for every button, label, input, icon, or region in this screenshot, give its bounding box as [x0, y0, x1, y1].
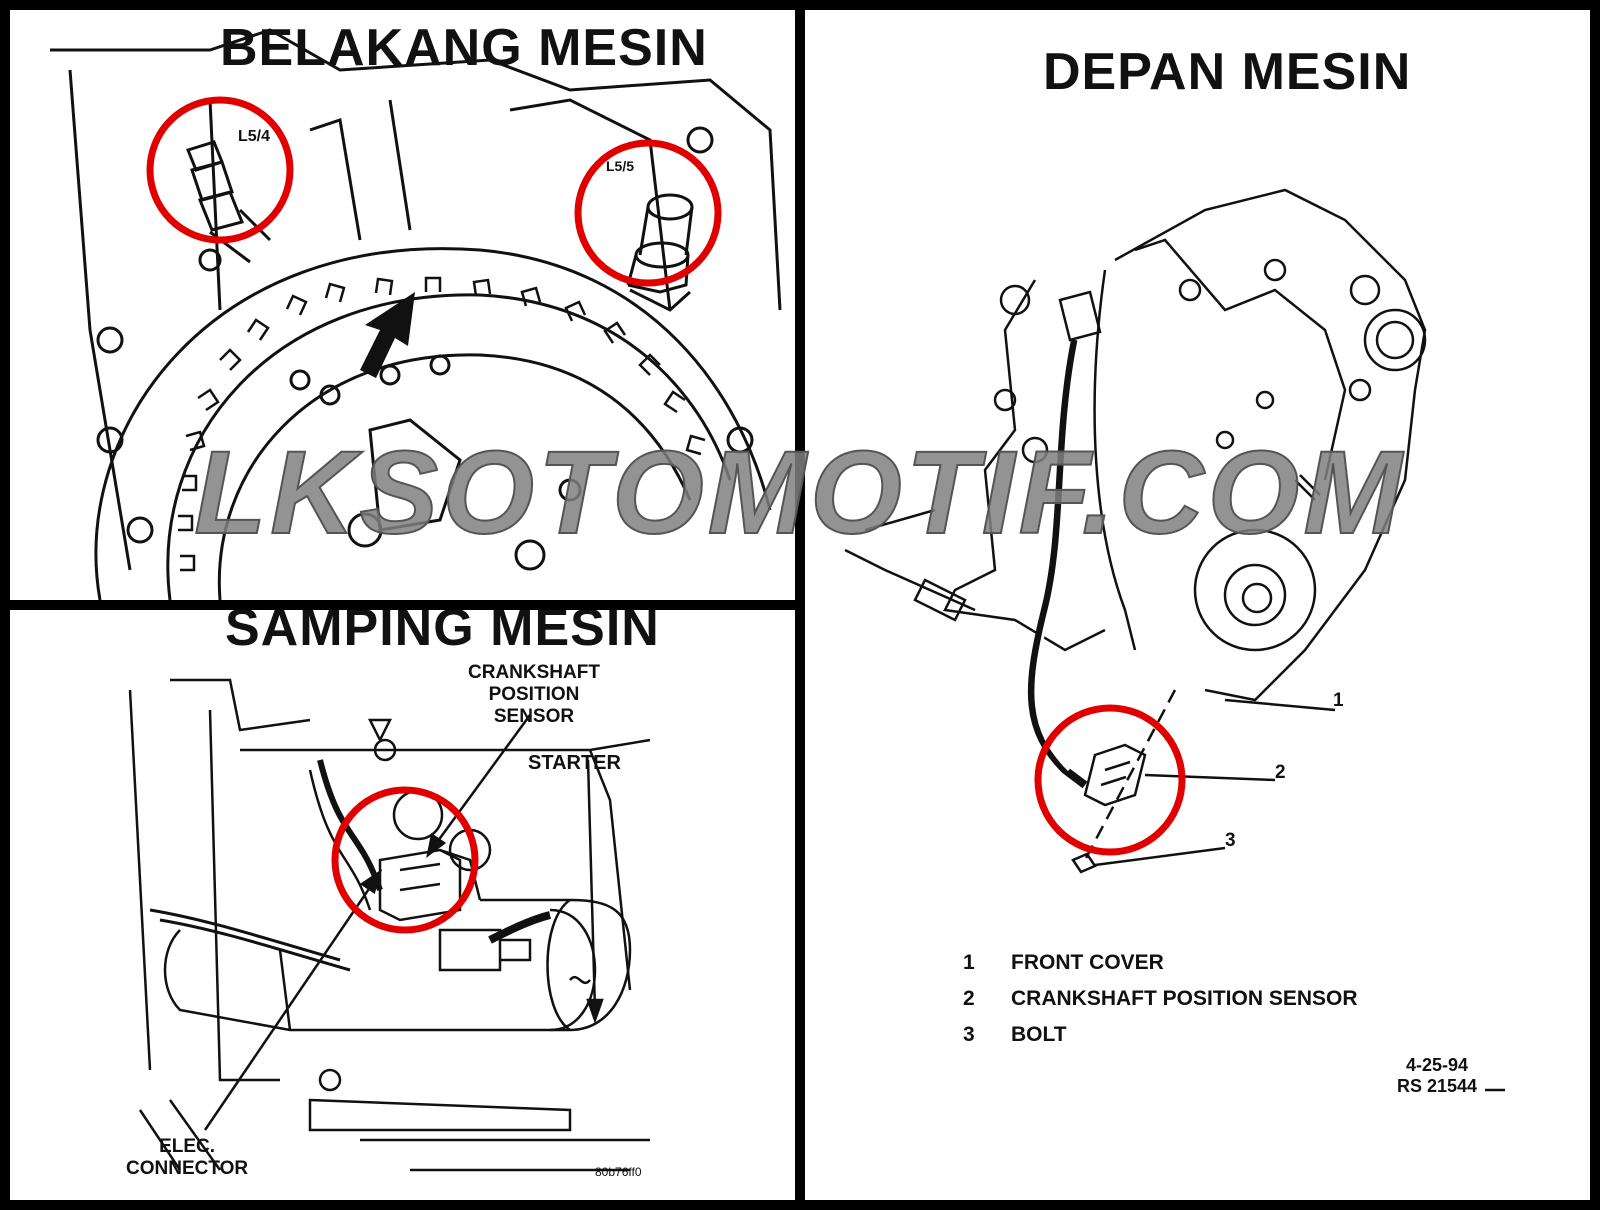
heading-front: DEPAN MESIN	[1043, 43, 1412, 101]
legend-row: 3 BOLT	[963, 1017, 1358, 1053]
callout-3: 3	[1225, 830, 1236, 851]
heading-side: SAMPING MESIN	[225, 610, 660, 657]
callout-1: 1	[1333, 690, 1344, 711]
label-starter: STARTER	[528, 752, 621, 774]
parts-legend: 1 FRONT COVER 2 CRANKSHAFT POSITION SENS…	[963, 945, 1358, 1053]
rear-engine-drawing	[50, 28, 782, 600]
highlight-circle-left	[146, 96, 294, 244]
highlight-circle-front	[1034, 704, 1186, 856]
rear-engine-panel: BELAKANG MESIN L5/4 L5/5	[10, 10, 795, 600]
label-l5-5: L5/5	[606, 158, 635, 174]
arrow-indicator	[360, 292, 415, 378]
drawing-code: 80b76ff0	[595, 1165, 642, 1179]
drawing-date-line: 4-25-94	[1406, 1055, 1469, 1075]
drawing-ref-line: RS 21544	[1397, 1076, 1478, 1096]
legend-text: BOLT	[1011, 1023, 1067, 1046]
side-engine-panel: SAMPING MESIN CRANKSHAFT POSITION SENSOR…	[10, 610, 795, 1200]
label-l5-4: L5/4	[238, 128, 271, 145]
drawing-date: 4-25-94 RS 21544	[1397, 1055, 1477, 1097]
legend-row: 1 FRONT COVER	[963, 945, 1358, 981]
legend-text: CRANKSHAFT POSITION SENSOR	[1011, 987, 1358, 1010]
callout-2: 2	[1275, 762, 1286, 783]
highlight-circle-right	[574, 139, 722, 287]
front-engine-drawing	[844, 188, 1505, 1092]
side-engine-drawing	[128, 678, 651, 1172]
watermark-text: LKSOTOMOTIF.COM	[193, 426, 1406, 560]
heading-rear: BELAKANG MESIN	[220, 19, 708, 77]
highlight-circle-sensor	[331, 786, 479, 934]
legend-row: 2 CRANKSHAFT POSITION SENSOR	[963, 981, 1358, 1017]
legend-num: 3	[963, 1023, 975, 1046]
legend-num: 2	[963, 987, 975, 1010]
label-crankshaft-sensor: CRANKSHAFT POSITION SENSOR	[468, 662, 600, 727]
front-engine-panel: DEPAN MESIN 1 2 3 1 FRONT COVER 2 CRANKS…	[805, 10, 1590, 1200]
legend-num: 1	[963, 951, 975, 974]
label-elec-connector: ELEC. CONNECTOR	[126, 1136, 249, 1179]
legend-text: FRONT COVER	[1011, 951, 1164, 974]
